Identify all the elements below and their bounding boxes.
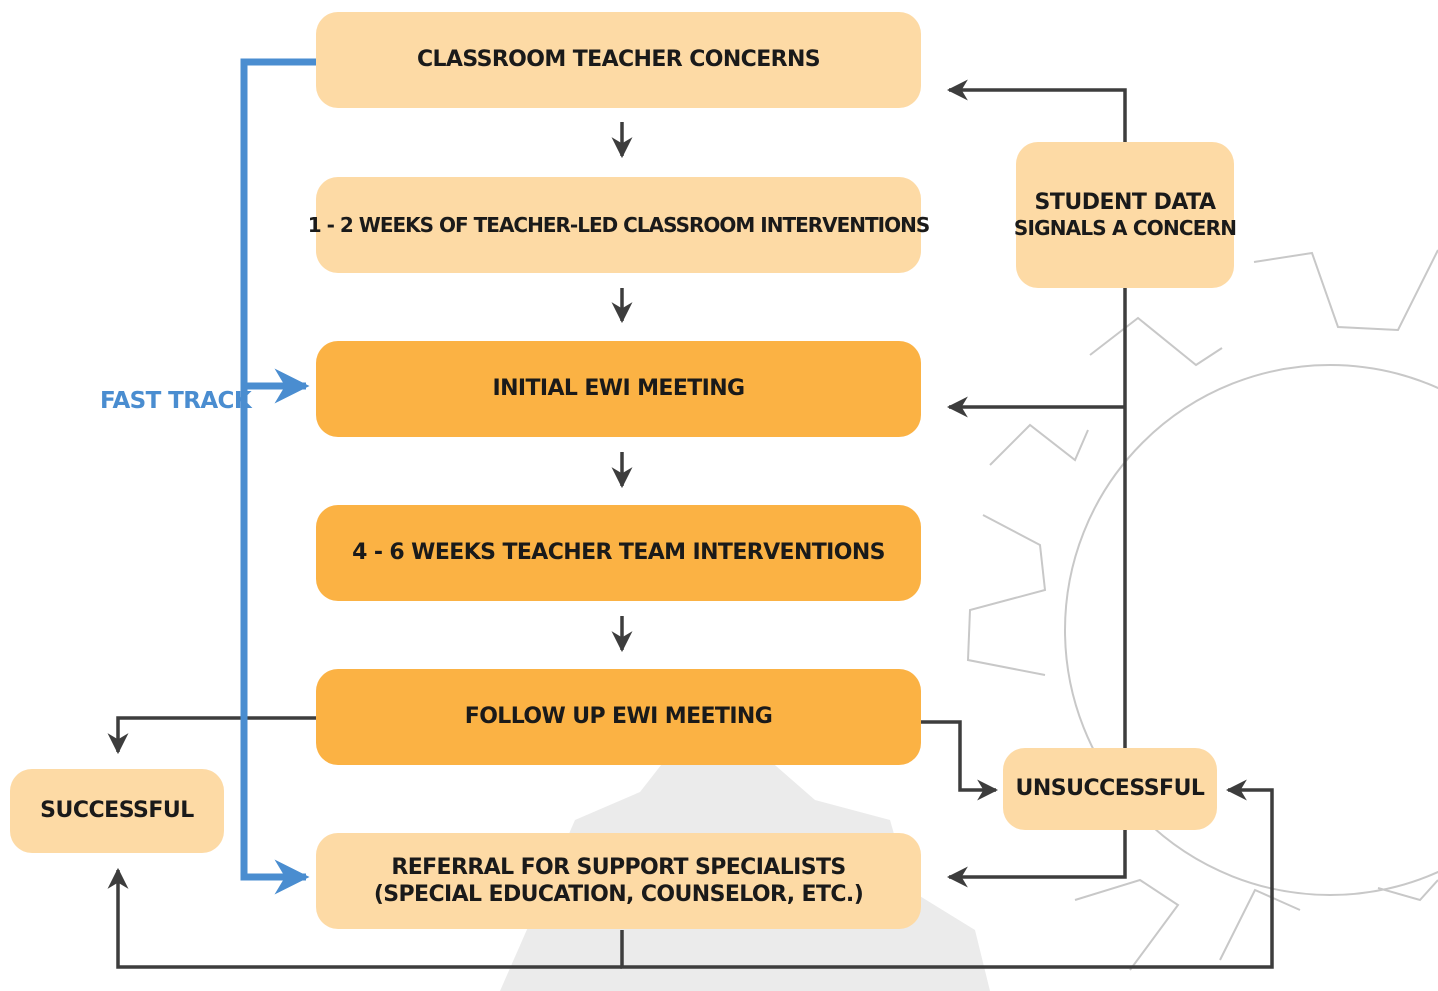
teacher-team-interventions-label: 4 - 6 WEEKS TEACHER TEAM INTERVENTIONS	[352, 540, 885, 566]
fast-track-label: FAST TRACK	[100, 388, 252, 414]
unsuccessful-box: UNSUCCESSFUL	[1003, 748, 1217, 830]
student-data-line-2: SIGNALS A CONCERN	[1013, 216, 1237, 241]
teacher-led-interventions-box: 1 - 2 WEEKS OF TEACHER-LED CLASSROOM INT…	[308, 177, 930, 273]
follow-up-ewi-meeting-label: FOLLOW UP EWI MEETING	[464, 704, 773, 730]
classroom-teacher-concerns-label: CLASSROOM TEACHER CONCERNS	[416, 47, 821, 73]
unsuccessful-label: UNSUCCESSFUL	[1015, 776, 1205, 802]
successful-label: SUCCESSFUL	[40, 798, 194, 824]
background-gear-icon	[966, 249, 1438, 971]
referral-line-2: (SPECIAL EDUCATION, COUNSELOR, ETC.)	[373, 882, 864, 907]
referral-line-1: REFERRAL FOR SUPPORT SPECIALISTS	[391, 854, 846, 880]
teacher-team-interventions-box: 4 - 6 WEEKS TEACHER TEAM INTERVENTIONS	[316, 505, 921, 601]
initial-ewi-meeting-box: INITIAL EWI MEETING	[316, 341, 921, 437]
teacher-led-interventions-label: 1 - 2 WEEKS OF TEACHER-LED CLASSROOM INT…	[307, 212, 931, 237]
student-data-signals-box: STUDENT DATA SIGNALS A CONCERN	[1013, 142, 1237, 288]
follow-up-ewi-meeting-box: FOLLOW UP EWI MEETING	[316, 669, 921, 765]
referral-support-specialists-box: REFERRAL FOR SUPPORT SPECIALISTS (SPECIA…	[316, 833, 921, 929]
classroom-teacher-concerns-box: CLASSROOM TEACHER CONCERNS	[316, 12, 921, 108]
student-data-line-1: STUDENT DATA	[1034, 189, 1217, 215]
feedback-connectors	[107, 79, 1274, 969]
initial-ewi-meeting-label: INITIAL EWI MEETING	[492, 376, 745, 402]
fast-track-connectors	[240, 58, 316, 895]
successful-box: SUCCESSFUL	[10, 769, 224, 853]
